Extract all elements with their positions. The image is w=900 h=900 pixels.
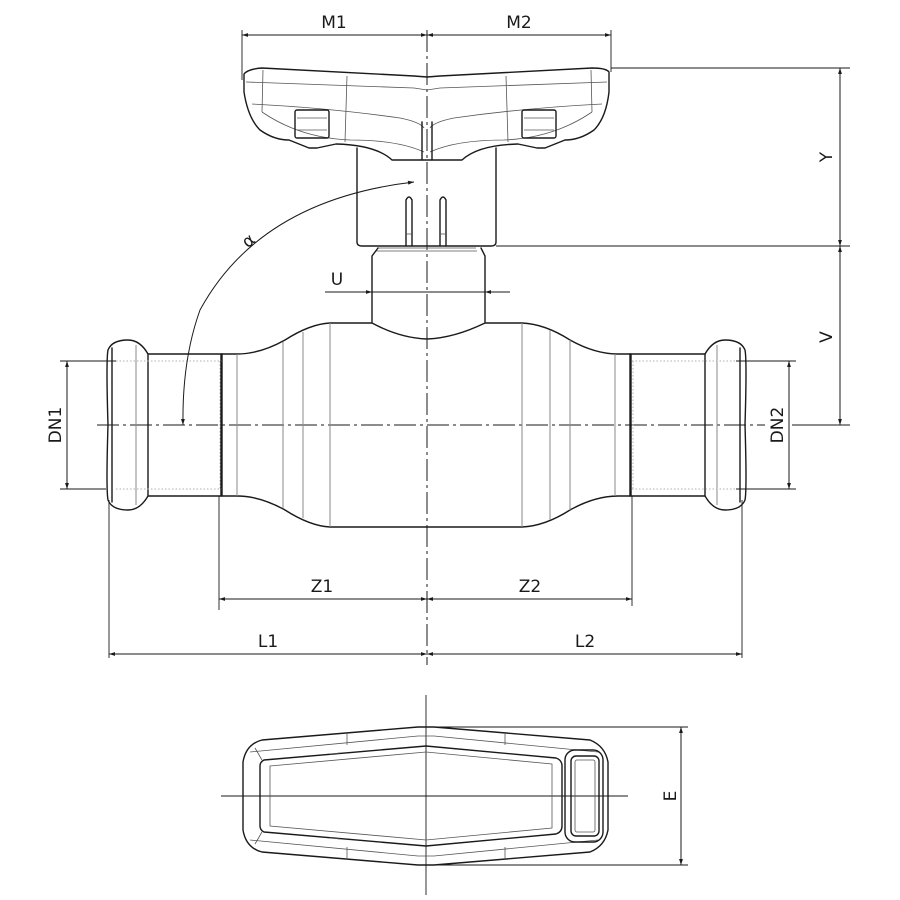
valve-neck bbox=[371, 247, 486, 323]
dim-label-l1: L1 bbox=[258, 632, 278, 652]
t-handle bbox=[243, 67, 610, 252]
dim-label-u: U bbox=[331, 270, 343, 290]
top-view: E bbox=[221, 695, 688, 895]
dim-label-dn2: DN2 bbox=[768, 407, 788, 444]
dim-label-alpha: α bbox=[238, 230, 259, 253]
dim-label-dn1: DN1 bbox=[46, 407, 66, 444]
front-view: M1 M2 Y V U α DN1 DN2 Z1 Z2 bbox=[46, 13, 850, 665]
dim-label-z2: Z2 bbox=[519, 577, 541, 597]
dim-label-z1: Z1 bbox=[311, 577, 333, 597]
dim-label-e: E bbox=[661, 791, 681, 802]
valve-body bbox=[221, 322, 631, 528]
dim-label-y: Y bbox=[817, 151, 837, 163]
right-press-fitting bbox=[629, 339, 747, 511]
dim-label-m1: M1 bbox=[321, 13, 346, 33]
dim-label-m2: M2 bbox=[506, 13, 531, 33]
dim-label-l2: L2 bbox=[575, 632, 595, 652]
dim-label-v: V bbox=[817, 331, 837, 343]
